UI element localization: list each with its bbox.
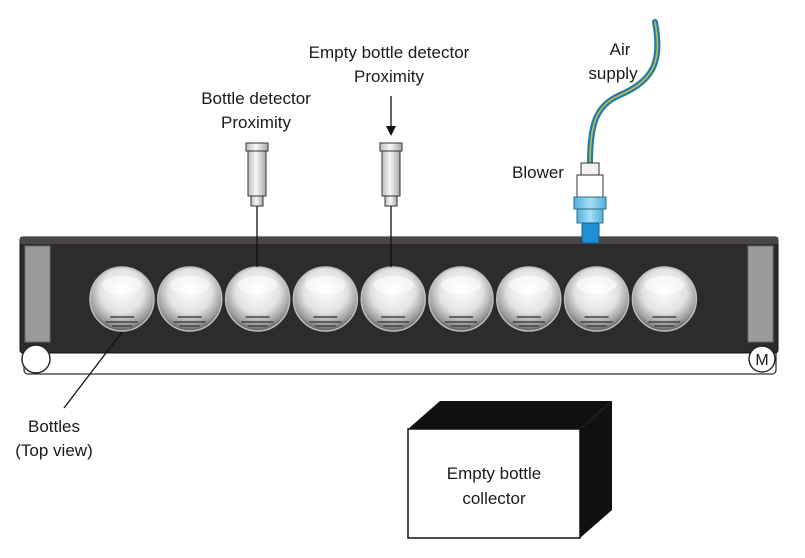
left-side-guard [24,245,51,343]
bottle [89,266,155,332]
bottle [224,266,291,332]
idler-pulley [21,344,51,374]
bottles-label-line2: (Top view) [15,441,92,460]
right-side-guard [747,245,774,343]
air-supply-label-line1: Air [610,40,631,59]
empty-detector-label-line2: Proximity [354,67,424,86]
bottle [428,266,494,332]
bottle [631,266,698,332]
empty-bottle-collector: Empty bottle collector [407,401,612,539]
bottle [157,266,223,332]
bottle-detector-label-line2: Proximity [221,113,291,132]
bottle [292,266,359,332]
bottle-detector-sensor [245,142,269,267]
motor-pulley [748,345,776,373]
collector-side-face [580,401,612,538]
bottles-label-line1: Bottles [28,417,80,436]
bottle [360,266,426,332]
bottle [563,266,630,332]
collector-label-line1: Empty bottle [447,464,542,483]
blower-label: Blower [512,163,564,182]
arrow-head [386,126,396,136]
bottles-group [89,266,698,332]
collector-top-face [408,401,612,429]
air-supply-label-line2: supply [588,64,638,83]
empty-bottle-detector-sensor [379,96,403,267]
conveyor-top-edge [20,237,778,244]
blower [573,162,607,244]
empty-detector-label-line1: Empty bottle detector [309,43,470,62]
motor-label: M [755,352,768,369]
air-hose [587,19,661,168]
collector-label-line2: collector [462,489,526,508]
bottles-callout-line [63,331,123,409]
collector-front-face [407,428,581,539]
bottle [496,266,562,332]
bottle-detector-label-line1: Bottle detector [201,89,311,108]
